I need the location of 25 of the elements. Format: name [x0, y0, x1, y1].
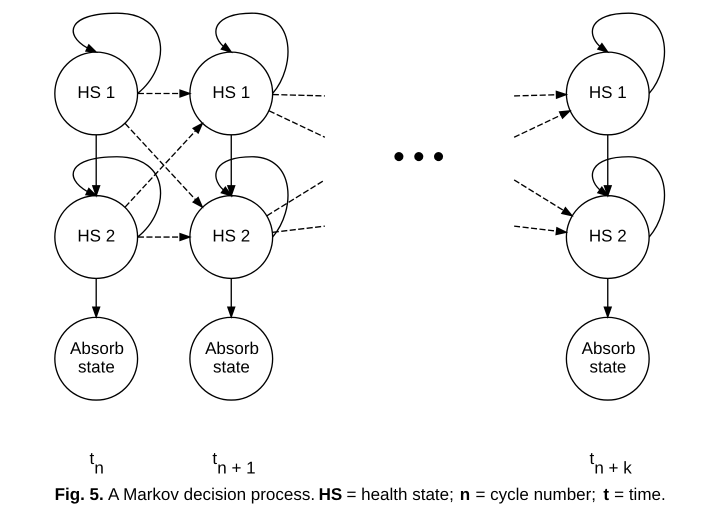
arrow [514, 90, 568, 100]
arrow [514, 179, 574, 217]
arrow [603, 134, 612, 198]
arrow [92, 278, 101, 319]
arrow [138, 89, 192, 98]
node-circle: Absorb state [566, 316, 650, 401]
arrow [514, 225, 568, 236]
label: • • • [393, 138, 444, 174]
caption: Fig. 5. A Markov decision process. HS = health state; n = cycle number; t = time. [54, 485, 666, 504]
node-circle: HS 1 [566, 51, 650, 136]
node-circle: Absorb state [189, 316, 274, 401]
connector [272, 94, 325, 97]
node-circle: HS 1 [54, 51, 138, 136]
connector [272, 225, 325, 233]
node-circle: HS 2 [54, 195, 138, 280]
arrow [226, 278, 236, 319]
arrow [603, 278, 612, 319]
node-circle: HS 2 [566, 195, 650, 280]
arrow [138, 232, 192, 242]
arrow [226, 134, 236, 198]
node-circle: Absorb state [54, 316, 138, 401]
connector [266, 179, 326, 216]
arrow [514, 110, 572, 138]
arrow [92, 134, 101, 198]
connector [268, 110, 326, 138]
